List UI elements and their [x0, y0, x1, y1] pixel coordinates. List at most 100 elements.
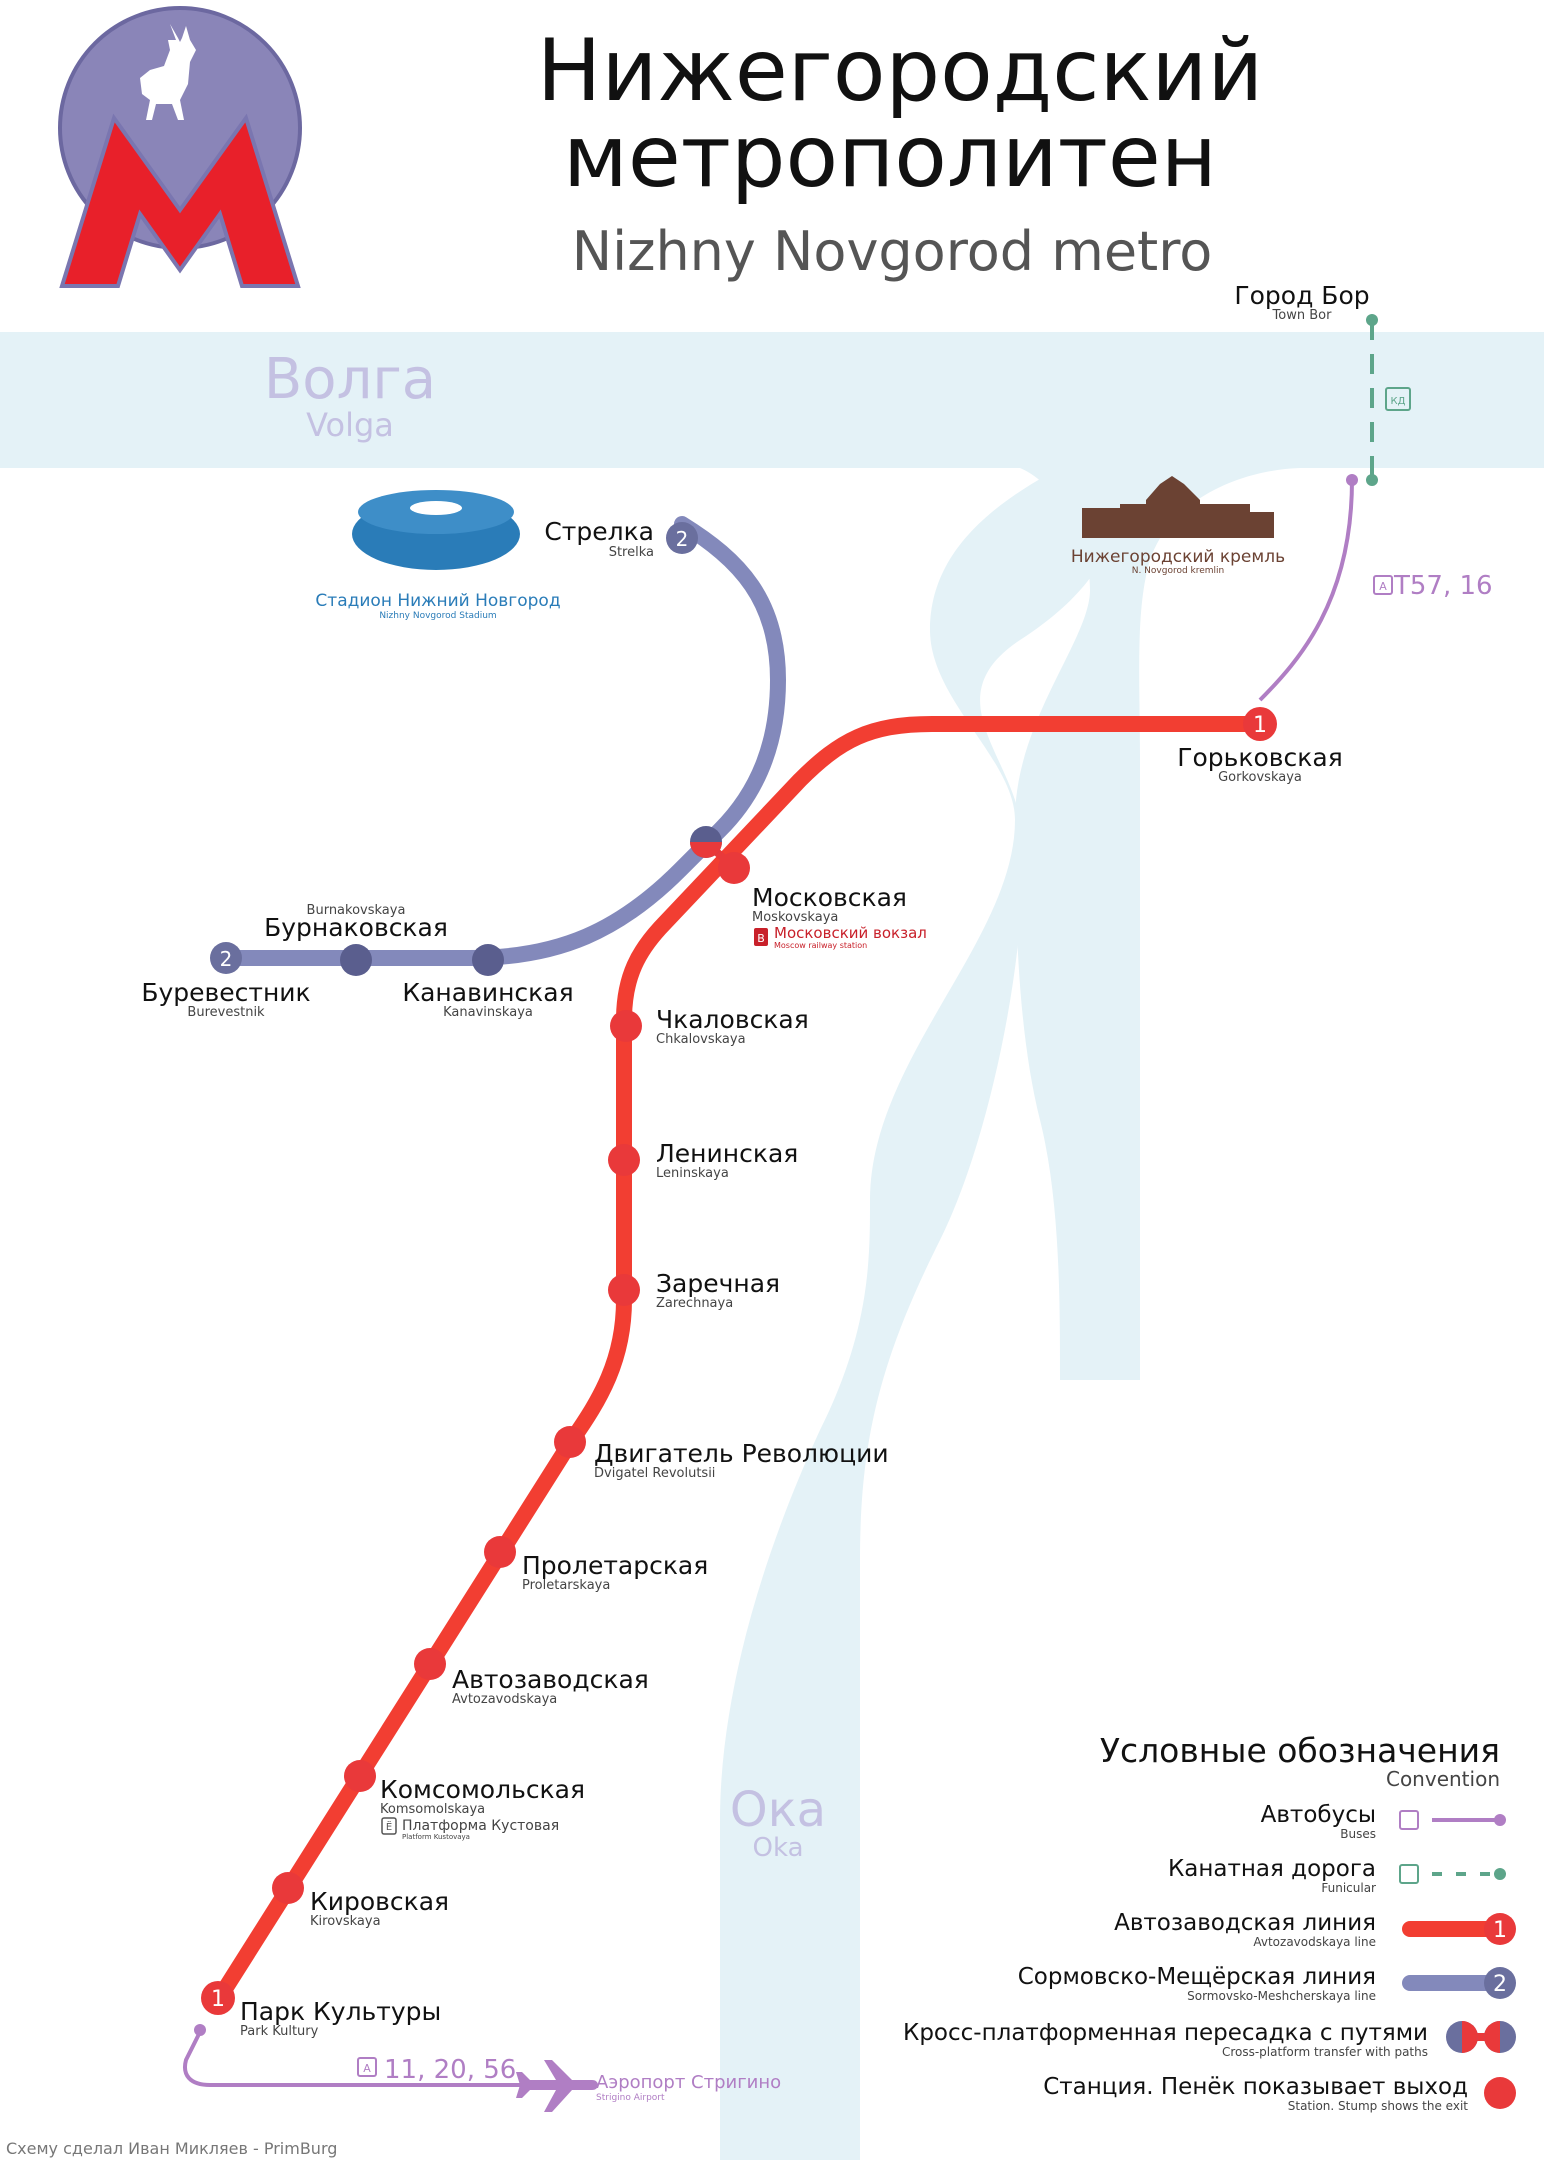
label-avtozavodskaya: Автозаводская — [452, 1665, 649, 1694]
label-strelka: Стрелка — [544, 517, 654, 546]
station-leninskaya[interactable] — [608, 1144, 640, 1176]
cable-stop-bor[interactable] — [1366, 314, 1378, 326]
platform-icon — [381, 1817, 397, 1835]
station-burevestnik[interactable] — [210, 942, 242, 974]
label-kirovskaya: Кировская — [310, 1887, 449, 1916]
airplane-icon — [516, 2060, 598, 2112]
label-leninskaya-en: Leninskaya — [656, 1166, 729, 1181]
cable-stop-city[interactable] — [1366, 474, 1378, 486]
label-kirovskaya-en: Kirovskaya — [310, 1914, 381, 1929]
volga-label: Волга — [264, 347, 436, 412]
deer-icon — [140, 24, 196, 120]
station-kanavinskaya[interactable] — [472, 944, 504, 976]
label-avtozavodskaya-en: Avtozavodskaya — [452, 1692, 557, 1707]
label-burevestnik: Буревестник — [141, 978, 310, 1007]
kremlin-label-en: N. Novgorod kremlin — [1132, 566, 1225, 576]
bus-stop-kremlin[interactable] — [1346, 474, 1358, 486]
title-line1: Нижегородский — [537, 21, 1263, 121]
title-subtitle: Nizhny Novgorod metro — [572, 220, 1213, 283]
cable-car-badge: КД — [1391, 396, 1406, 407]
stadium-label-en: Nizhny Novgorod Stadium — [379, 611, 496, 621]
bus-badge: А — [1379, 580, 1387, 593]
kremlin-label: Нижегородский кремль — [1071, 547, 1285, 567]
legend-cable-label-en: Funicular — [1321, 1881, 1376, 1895]
station-komsomolskaya[interactable] — [344, 1760, 376, 1792]
legend-title-en: Convention — [1386, 1767, 1500, 1791]
station-kirovskaya[interactable] — [272, 1872, 304, 1904]
legend-line1-label: Автозаводская линия — [1114, 1910, 1376, 1936]
label-chkalovskaya-en: Chkalovskaya — [656, 1032, 746, 1047]
line-2-badge-strelka: 2 — [676, 527, 689, 551]
legend-bus-label-en: Buses — [1340, 1827, 1376, 1841]
line-2-badge-burevestnik: 2 — [220, 947, 233, 971]
label-burevestnik-en: Burevestnik — [187, 1005, 265, 1020]
station-strelka[interactable] — [666, 522, 698, 554]
railway-station-icon — [754, 928, 768, 946]
legend-cable-dot — [1494, 1868, 1506, 1880]
railway-label-en: Moscow railway station — [774, 941, 867, 950]
railway-badge: В — [757, 932, 765, 945]
label-burnakovskaya-en: Burnakovskaya — [307, 903, 406, 918]
bus-line-gorkovskaya[interactable] — [1258, 479, 1354, 702]
line-1-path[interactable] — [210, 716, 1266, 2008]
transfer-node-line1 — [718, 852, 750, 884]
station-avtozavodskaya[interactable] — [414, 1648, 446, 1680]
oka-river — [720, 468, 1114, 2160]
airport-label: Аэропорт Стригино — [596, 2072, 781, 2093]
label-strelka-en: Strelka — [609, 545, 654, 560]
bus-badge-airport: А — [363, 2062, 371, 2075]
cable-car-line[interactable]: КД — [1366, 314, 1411, 486]
legend-line2-label: Сормовско-Мещёрская линия — [1018, 1964, 1376, 1990]
legend-transfer-node-2-red — [1484, 2021, 1500, 2053]
label-gorkovskaya: Горьковская — [1177, 743, 1342, 772]
airport-label-en: Strigino Airport — [596, 2093, 665, 2103]
bus-stop-park[interactable] — [194, 2024, 206, 2036]
line-2-stations: 2 2 — [210, 522, 698, 976]
metro-m-icon — [59, 113, 301, 288]
platform-label: Платформа Кустовая — [402, 1818, 559, 1834]
label-gorod-bor-en: Town Bor — [1272, 308, 1333, 323]
label-zarechnaya-en: Zarechnaya — [656, 1296, 733, 1311]
label-gorod-bor: Город Бор — [1234, 281, 1369, 310]
label-komsomolskaya-en: Komsomolskaya — [380, 1802, 485, 1817]
label-zarechnaya: Заречная — [656, 1269, 780, 1298]
bus-route-airport-label: 11, 20, 56 — [384, 2055, 516, 2085]
label-komsomolskaya: Комсомольская — [380, 1775, 585, 1804]
station-labels: Стрелка Strelka Burnakovskaya Бурнаковск… — [141, 281, 1369, 2039]
transfer-moskovskaya[interactable] — [690, 826, 750, 884]
transfer-node-line2-red — [690, 842, 722, 858]
bus-icon — [1373, 575, 1393, 595]
label-dvigatel: Двигатель Революции — [594, 1439, 889, 1468]
oka-label-en: Oka — [753, 1833, 804, 1863]
legend-line1-label-en: Avtozavodskaya line — [1253, 1935, 1376, 1949]
bus-line-airport[interactable] — [183, 2031, 545, 2087]
line-1-badge-gorkovskaya: 1 — [1253, 713, 1267, 738]
legend-bus-dot — [1494, 1814, 1506, 1826]
platform-badge: Ё — [386, 1820, 392, 1833]
legend-bus-icon — [1399, 1810, 1419, 1830]
label-gorkovskaya-en: Gorkovskaya — [1218, 770, 1302, 785]
legend-line2-label-en: Sormovsko-Meshcherskaya line — [1187, 1989, 1376, 2003]
legend-bus-label: Автобусы — [1261, 1802, 1376, 1828]
line-2-path[interactable] — [212, 516, 787, 966]
credit: Схему сделал Иван Микляев - PrimBurg — [6, 2139, 337, 2158]
label-proletarskaya: Пролетарская — [522, 1551, 708, 1580]
label-leninskaya: Ленинская — [656, 1139, 798, 1168]
legend-line1-badge: 1 — [1493, 1918, 1507, 1943]
station-proletarskaya[interactable] — [484, 1536, 516, 1568]
station-park-kultury[interactable] — [201, 1981, 235, 2015]
station-gorkovskaya[interactable] — [1243, 707, 1277, 741]
station-dvigatel[interactable] — [554, 1426, 586, 1458]
kremlin-icon — [1082, 476, 1274, 538]
metro-logo — [58, 6, 302, 288]
legend-transfer-node-1-red — [1462, 2021, 1478, 2053]
label-park-kultury-en: Park Kultury — [240, 2024, 319, 2039]
station-chkalovskaya[interactable] — [610, 1010, 642, 1042]
label-moskovskaya: Московская — [752, 883, 907, 912]
station-zarechnaya[interactable] — [608, 1274, 640, 1306]
line-1-badge-park: 1 — [211, 1987, 225, 2012]
label-kanavinskaya: Канавинская — [402, 978, 573, 1007]
station-burnakovskaya[interactable] — [340, 944, 372, 976]
legend-station-label: Станция. Пенёк показывает выход — [1043, 2074, 1468, 2100]
